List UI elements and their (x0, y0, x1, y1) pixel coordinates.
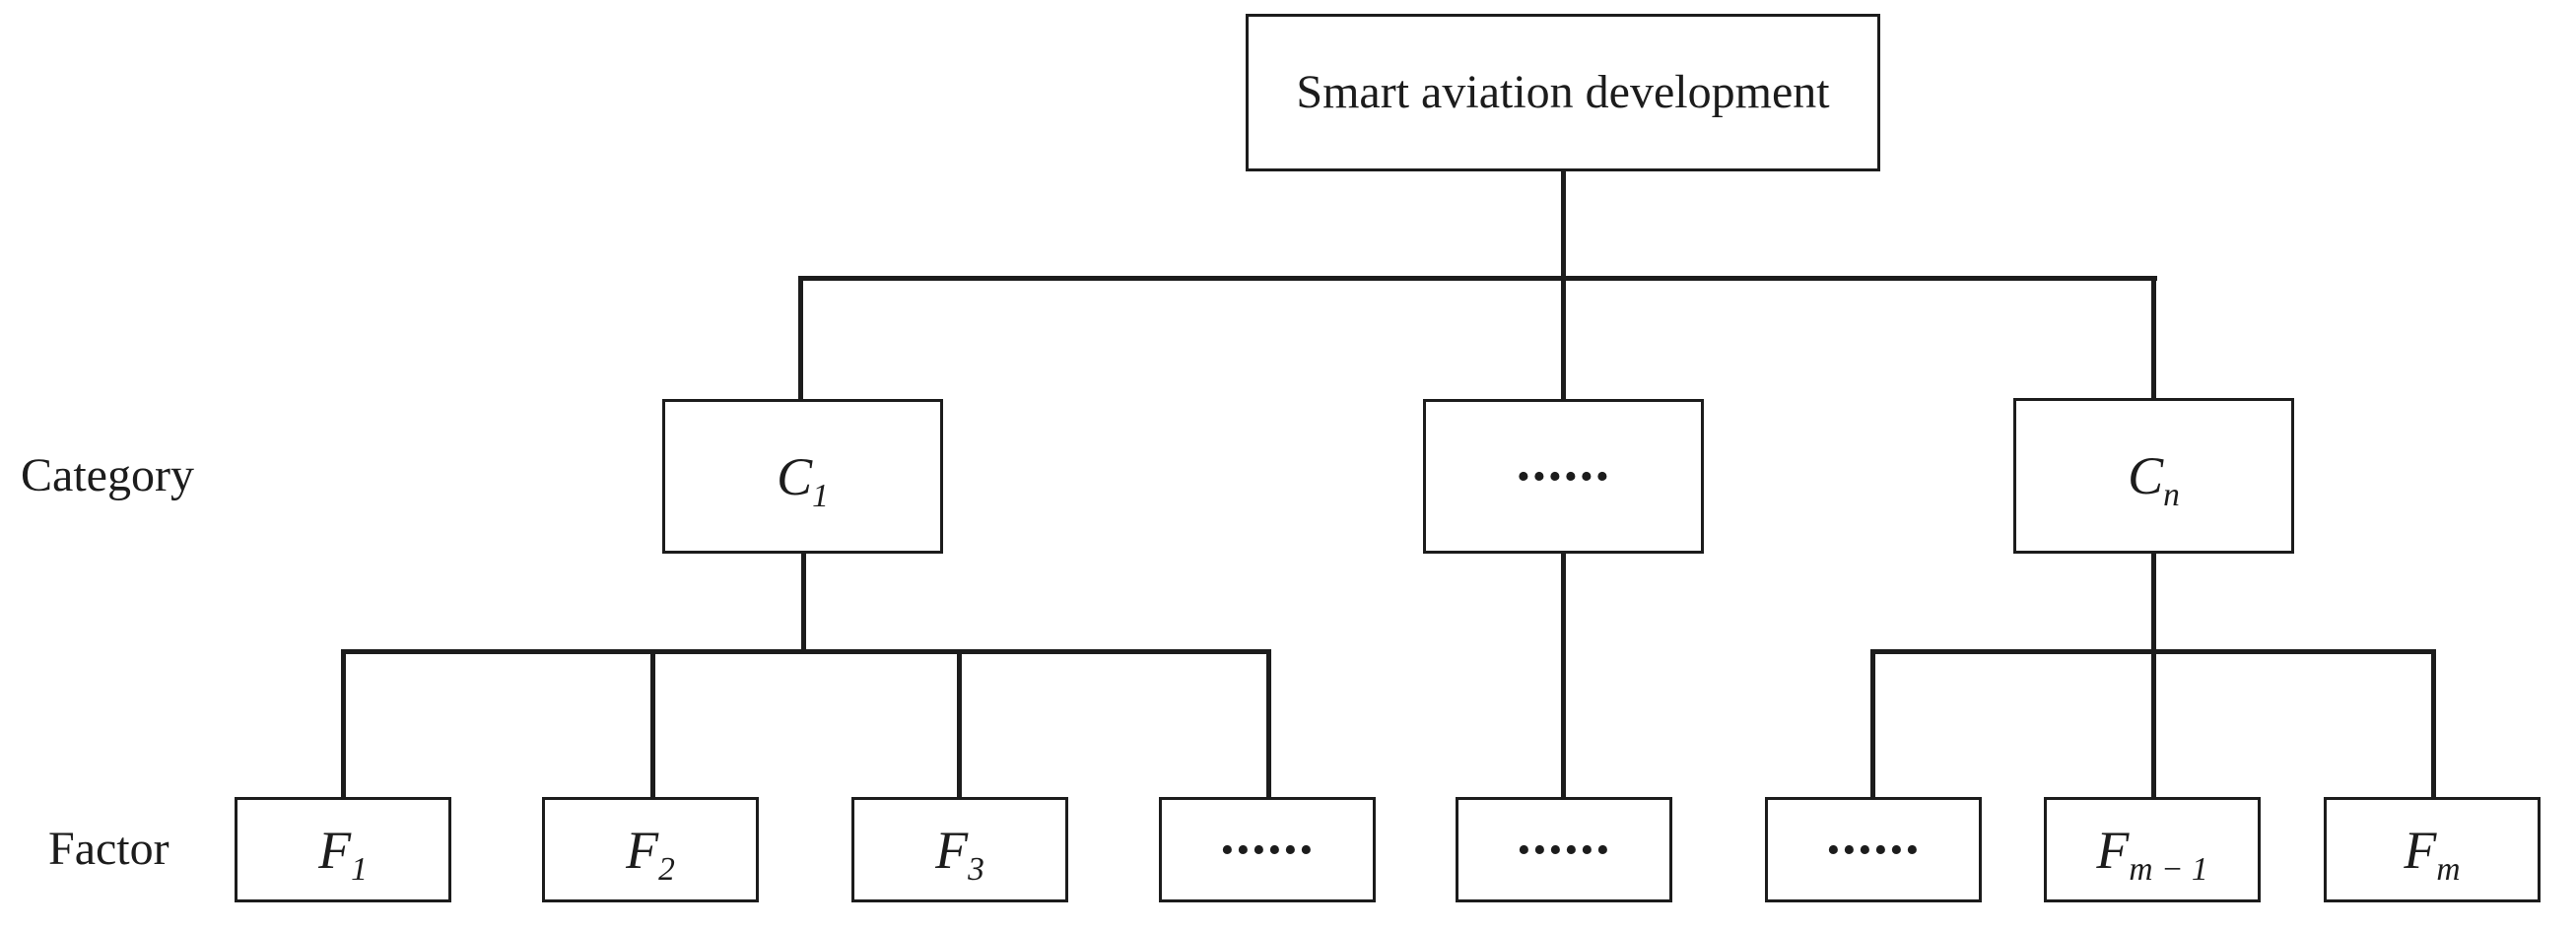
category-box-c1: C1 (662, 399, 943, 554)
connector-drop-f3 (957, 649, 962, 798)
connector-cn-stem (2151, 554, 2156, 653)
factor-f2-symbol: F (626, 820, 659, 880)
root-box: Smart aviation development (1246, 14, 1880, 171)
category-cn-label: Cn (2128, 446, 2180, 511)
connector-drop-fm1 (2151, 649, 2156, 798)
connector-drop-factor-dots-3 (1870, 649, 1875, 798)
factor-f2-subscript: 2 (658, 850, 675, 888)
connector-category-bus (798, 276, 2157, 281)
factor-fm1-subscript: m − 1 (2129, 850, 2208, 888)
factor-f1-symbol: F (318, 820, 352, 880)
factor-box-fm1: Fm − 1 (2044, 797, 2261, 902)
factor-box-f1: F1 (235, 797, 451, 902)
connector-c1-stem (801, 554, 806, 653)
factor-fm1-label: Fm − 1 (2096, 820, 2207, 886)
category-cn-symbol: C (2128, 446, 2164, 505)
connector-c1-factor-bus (341, 649, 1271, 654)
factor-fm1-symbol: F (2096, 820, 2130, 880)
factor-box-ellipsis-1: ······ (1159, 797, 1376, 902)
factor-ellipsis-2-label: ······ (1517, 819, 1611, 881)
connector-drop-fm (2431, 649, 2436, 798)
factor-f3-symbol: F (935, 820, 969, 880)
factor-f3-subscript: 3 (968, 850, 984, 888)
connector-drop-factor-dots-1 (1266, 649, 1271, 798)
connector-drop-f1 (341, 649, 346, 798)
factor-f1-label: F1 (318, 820, 368, 886)
connector-drop-f2 (650, 649, 655, 798)
category-c1-symbol: C (777, 446, 813, 506)
row-label-factor: Factor (48, 823, 169, 875)
category-c1-subscript: 1 (812, 477, 829, 514)
category-box-ellipsis: ······ (1423, 399, 1704, 554)
factor-box-ellipsis-2: ······ (1456, 797, 1672, 902)
category-c1-label: C1 (777, 446, 829, 512)
category-cn-subscript: n (2163, 476, 2180, 513)
connector-drop-category-dots (1561, 276, 1566, 400)
factor-ellipsis-3-label: ······ (1826, 819, 1921, 881)
factor-box-f2: F2 (542, 797, 759, 902)
factor-box-ellipsis-3: ······ (1765, 797, 1982, 902)
factor-box-fm: Fm (2324, 797, 2541, 902)
connector-drop-cn (2151, 276, 2156, 400)
factor-box-f3: F3 (851, 797, 1068, 902)
root-box-label: Smart aviation development (1296, 66, 1830, 118)
factor-fm-subscript: m (2436, 850, 2461, 888)
factor-f1-subscript: 1 (351, 850, 368, 888)
connector-root-stem (1561, 171, 1566, 280)
category-ellipsis-label: ······ (1516, 445, 1611, 507)
factor-f3-label: F3 (935, 820, 984, 886)
factor-ellipsis-1-label: ······ (1220, 819, 1315, 881)
connector-drop-c1 (798, 276, 803, 400)
connector-dots-stem (1561, 554, 1566, 798)
factor-f2-label: F2 (626, 820, 675, 886)
factor-fm-symbol: F (2404, 820, 2437, 880)
category-box-cn: Cn (2013, 398, 2294, 554)
factor-fm-label: Fm (2404, 820, 2460, 886)
row-label-category: Category (21, 449, 194, 501)
